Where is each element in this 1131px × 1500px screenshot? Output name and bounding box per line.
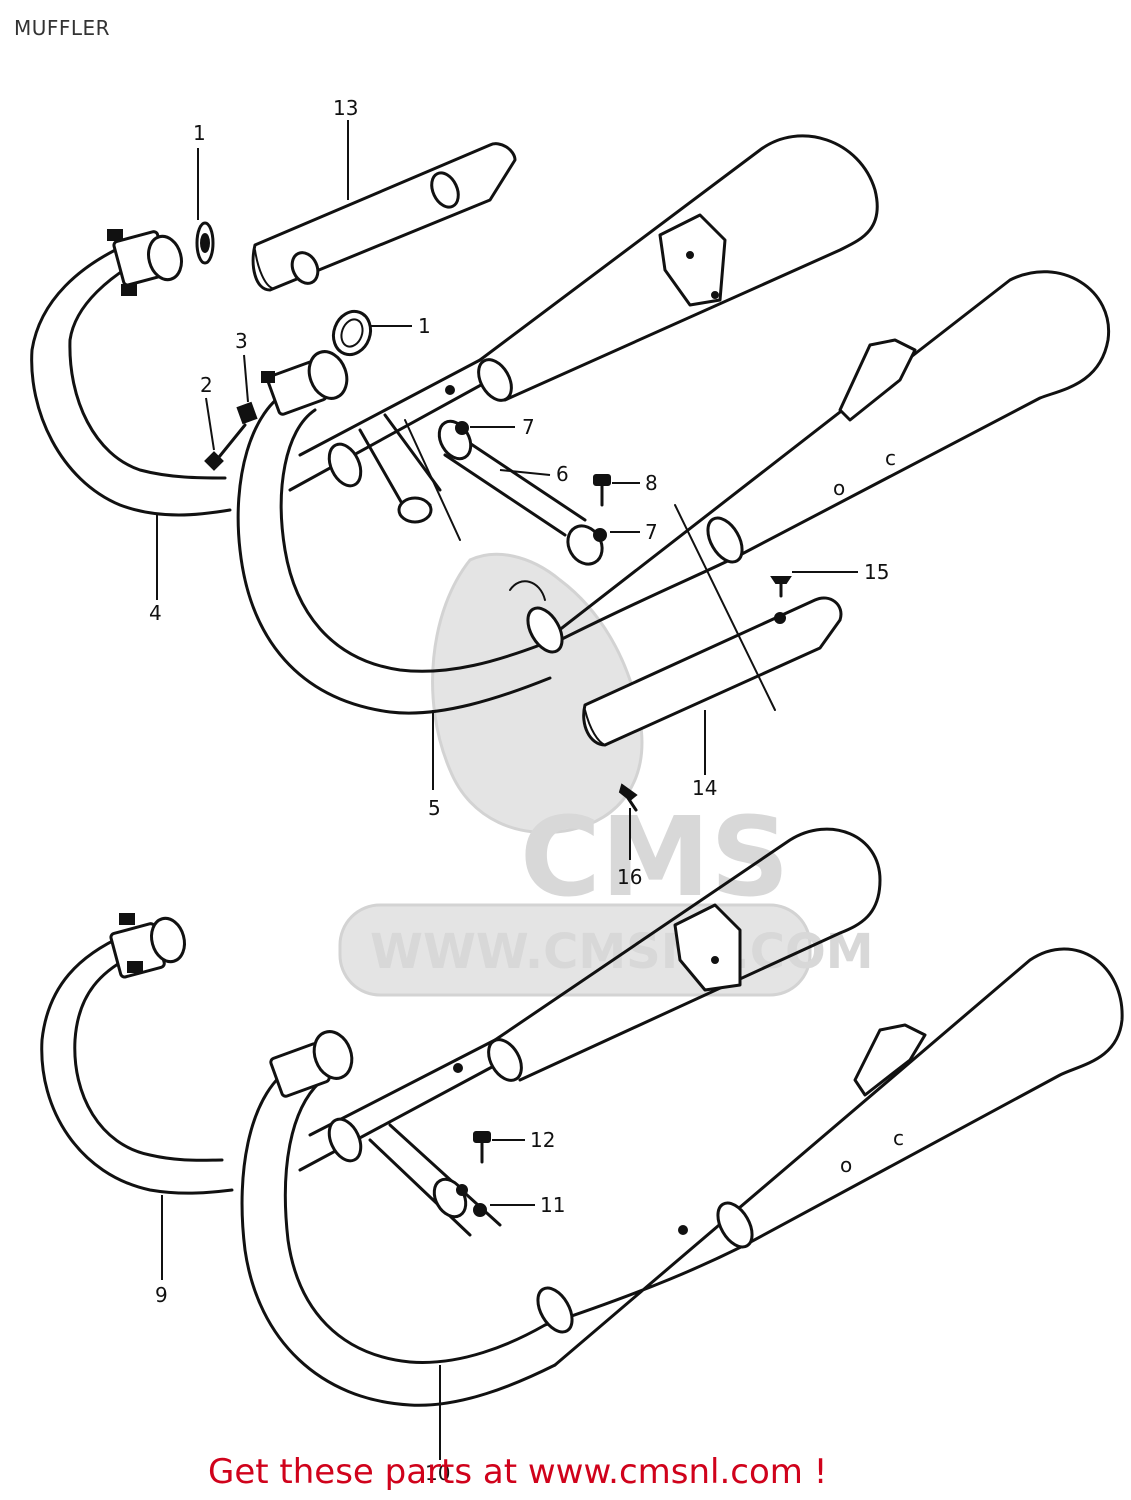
callout-15: 15: [864, 560, 889, 584]
callout-10: 10: [425, 1461, 450, 1485]
callout-13: 13: [333, 96, 358, 120]
clamp-7-lower: [593, 528, 607, 542]
exhaust-pipe-left: [30, 229, 232, 517]
callout-7-upper: 7: [522, 415, 535, 439]
alignment-line-upper: [404, 419, 461, 541]
bolt-2: [204, 423, 247, 471]
clamp-7-upper: [455, 421, 469, 435]
watermark-url: WWW.CMSNL.COM: [370, 924, 874, 980]
callout-3: 3: [235, 329, 248, 353]
screw-16: [618, 783, 638, 812]
callout-7-lower: 7: [645, 520, 658, 544]
callout-16: 16: [617, 865, 642, 889]
exhaust-pipe-left-lower: [40, 913, 234, 1195]
callout-leaders: [156, 120, 858, 1460]
callout-1-top: 1: [193, 121, 206, 145]
callout-12: 12: [530, 1128, 555, 1152]
callout-9: 9: [155, 1283, 168, 1307]
lower-assembly: c o: [40, 827, 1124, 1407]
callout-4: 4: [149, 601, 162, 625]
marking-lower-2: o: [840, 1153, 852, 1177]
watermark: CMS WWW.CMSNL.COM: [338, 552, 874, 997]
page-title: MUFFLER: [14, 16, 111, 40]
marking-upper-2: o: [833, 476, 845, 500]
callout-1-gasket: 1: [418, 314, 431, 338]
connector-pipe-6: [437, 419, 604, 566]
upper-muffler-lower: [453, 827, 882, 1082]
collector-pipes-lower: [298, 1038, 507, 1237]
exhaust-pipe-right: [236, 350, 552, 715]
marking-lower: c: [893, 1126, 904, 1150]
callout-2: 2: [200, 373, 213, 397]
upper-assembly: c o: [30, 134, 1111, 812]
heat-shield-13: [251, 142, 517, 292]
exhaust-pipe-right-lower: [240, 1030, 557, 1407]
lower-muffler-lower: c o: [536, 947, 1124, 1367]
gasket-1: [331, 309, 373, 357]
watermark-brand: CMS: [520, 793, 789, 921]
upper-muffler: [445, 134, 879, 402]
heat-shield-14: [582, 596, 843, 747]
gasket-1-top: [195, 221, 215, 265]
bolt-8: [593, 474, 611, 507]
callout-8: 8: [645, 471, 658, 495]
marking-upper: c: [885, 446, 896, 470]
callout-14: 14: [692, 776, 717, 800]
callout-5: 5: [428, 796, 441, 820]
callout-11: 11: [540, 1193, 565, 1217]
bolt-12: [473, 1131, 491, 1164]
nut-3: [236, 401, 258, 425]
collector-pipes: [288, 358, 492, 524]
clamp-11: [473, 1203, 487, 1217]
get-parts-link[interactable]: Get these parts at www.cmsnl.com !: [208, 1452, 828, 1492]
callout-6: 6: [556, 462, 569, 486]
alignment-line-lower: [674, 504, 776, 711]
callout-labels: 1 1 2 3 4 5 6 7 7 8 9 10 11 12 13 14 15 …: [149, 96, 889, 1485]
lower-muffler: c o: [509, 270, 1111, 654]
screw-15: [770, 576, 792, 598]
